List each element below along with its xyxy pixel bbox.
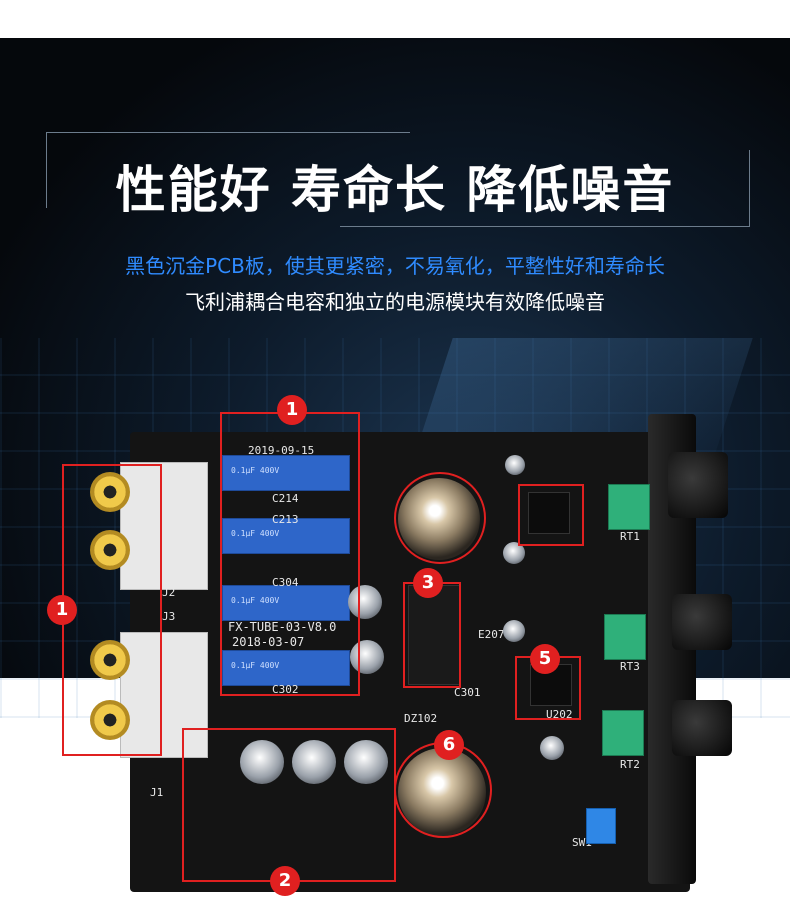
label-j1: J1	[150, 786, 164, 799]
label-c214: C214	[272, 492, 299, 505]
label-j2: J2	[162, 586, 176, 599]
subheadline-blue: 黑色沉金PCB板，使其更紧密，不易氧化，平整性好和寿命长	[125, 254, 665, 278]
date-silkscreen-bottom: 2018-03-07	[232, 635, 305, 649]
knob-bottom	[672, 700, 732, 756]
trimmer-potentiometer	[602, 710, 644, 756]
op-amp-chip	[528, 492, 570, 534]
label-j3: J3	[162, 610, 176, 623]
coupling-capacitor: 0.1μF 400V	[222, 585, 350, 621]
subheadline-white: 飞利浦耦合电容和独立的电源模块有效降低噪音	[185, 290, 605, 314]
label-c302: C302	[272, 683, 299, 696]
electrolytic-capacitor	[503, 542, 525, 564]
callout-badge: 1	[277, 395, 307, 425]
callout-box-rca	[62, 464, 162, 756]
coupling-capacitor: 0.1μF 400V	[222, 455, 350, 491]
label-dz102: DZ102	[404, 712, 438, 725]
title-frame-top	[46, 132, 410, 133]
rca-output-block	[120, 632, 208, 758]
trimmer-potentiometer	[604, 614, 646, 660]
coupling-capacitor: 0.1μF 400V	[222, 518, 350, 554]
date-silkscreen-top: 2019-09-15	[248, 444, 315, 457]
electrolytic-capacitor	[503, 620, 525, 642]
power-capacitor	[344, 740, 388, 784]
electrolytic-capacitor	[350, 640, 384, 674]
trimmer-potentiometer	[608, 484, 650, 530]
callout-circle-tube-top	[394, 472, 486, 564]
label-c301: C301	[454, 686, 481, 699]
power-capacitor	[240, 740, 284, 784]
callout-badge: 3	[413, 568, 443, 598]
electrolytic-capacitor	[505, 455, 525, 475]
callout-badge: 5	[530, 644, 560, 674]
knob-middle	[672, 594, 732, 650]
label-e207: E207	[478, 628, 505, 641]
rca-jack-icon	[90, 700, 130, 740]
electrolytic-capacitor	[540, 736, 564, 760]
rca-jack-icon	[90, 530, 130, 570]
power-capacitor	[292, 740, 336, 784]
model-silkscreen: FX-TUBE-03-V8.0	[228, 620, 337, 634]
title-frame-bottom	[340, 226, 750, 227]
callout-box-power	[182, 728, 396, 882]
rca-jack-icon	[90, 472, 130, 512]
label-rt3: RT3	[620, 660, 640, 673]
rca-input-block	[120, 462, 208, 590]
title-frame-left	[46, 132, 47, 208]
label-u202: U202	[546, 708, 573, 721]
coupling-capacitor: 0.1μF 400V	[222, 650, 350, 686]
title-frame-right	[749, 150, 750, 227]
headline: 性能好 寿命长 降低噪音	[115, 161, 675, 219]
volume-knob-top	[668, 452, 728, 518]
label-c304: C304	[272, 576, 299, 589]
callout-box-opamp-top	[518, 484, 584, 546]
label-rt2: RT2	[620, 758, 640, 771]
label-rt1: RT1	[620, 530, 640, 543]
top-margin	[0, 0, 790, 38]
electrolytic-capacitor	[348, 585, 382, 619]
callout-badge: 1	[47, 595, 77, 625]
callout-badge: 2	[270, 866, 300, 896]
label-c213: C213	[272, 513, 299, 526]
power-switch	[586, 808, 616, 844]
callout-box-coupling-caps	[220, 412, 360, 696]
rca-jack-icon	[90, 640, 130, 680]
callout-badge: 6	[434, 730, 464, 760]
callout-box-resistors	[403, 582, 461, 688]
